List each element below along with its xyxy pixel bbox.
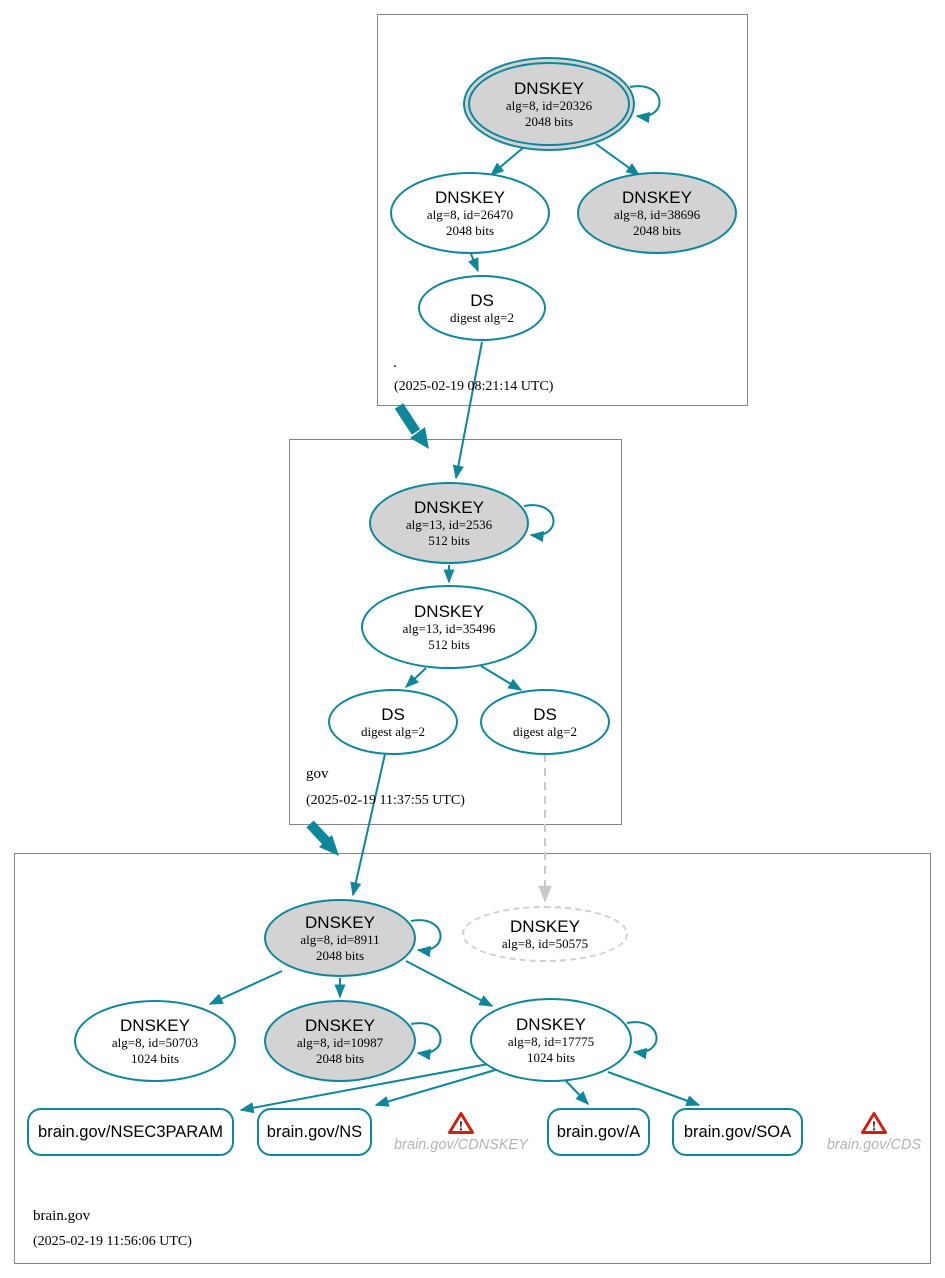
node-detail: 2048 bits	[315, 947, 365, 963]
rrset-nsec3param[interactable]: brain.gov/NSEC3PARAM	[27, 1108, 234, 1156]
dnskey-node-20326-ksk[interactable]: DNSKEY alg=8, id=20326 2048 bits	[463, 57, 635, 151]
node-detail: 512 bits	[428, 636, 470, 652]
node-detail: 512 bits	[428, 532, 470, 548]
rrset-soa[interactable]: brain.gov/SOA	[672, 1108, 803, 1156]
node-title: DNSKEY	[514, 79, 584, 98]
dnskey-node-8911-ksk[interactable]: DNSKEY alg=8, id=8911 2048 bits	[264, 899, 416, 977]
node-detail: alg=8, id=38696	[613, 207, 701, 222]
dnskey-node-2536-ksk[interactable]: DNSKEY alg=13, id=2536 512 bits	[369, 482, 529, 564]
warning-icon: !	[861, 1112, 887, 1135]
svg-text:!: !	[459, 1120, 464, 1135]
node-detail: 1024 bits	[130, 1050, 180, 1066]
node-title: DS	[470, 290, 494, 310]
node-detail: alg=8, id=26470	[426, 207, 514, 222]
node-title: DS	[533, 704, 557, 724]
node-title: DNSKEY	[435, 188, 505, 207]
rrset-a[interactable]: brain.gov/A	[547, 1108, 650, 1156]
rrset-cds-warning[interactable]: ! brain.gov/CDS	[799, 1111, 945, 1161]
node-detail: digest alg=2	[449, 309, 515, 325]
node-detail: alg=8, id=50703	[111, 1035, 199, 1050]
node-title: DNSKEY	[414, 602, 484, 621]
node-detail: 1024 bits	[526, 1049, 576, 1065]
zone-label-root: .	[393, 355, 397, 371]
zone-timestamp-brain-gov: (2025-02-19 11:56:06 UTC)	[33, 1234, 192, 1249]
zone-box-brain-gov	[14, 853, 931, 1264]
node-detail: alg=13, id=2536	[405, 517, 493, 532]
delegation-arrow-gov-to-brain-shaft	[306, 820, 331, 846]
dnskey-node-26470[interactable]: DNSKEY alg=8, id=26470 2048 bits	[390, 172, 550, 254]
dnskey-node-10987[interactable]: DNSKEY alg=8, id=10987 2048 bits	[264, 1000, 416, 1082]
ds-node-gov-right[interactable]: DS digest alg=2	[480, 689, 610, 755]
node-title: DNSKEY	[120, 1016, 190, 1035]
node-detail: alg=8, id=50575	[501, 935, 589, 951]
dnskey-node-17775-zsk[interactable]: DNSKEY alg=8, id=17775 1024 bits	[470, 998, 632, 1082]
ds-node-gov-left[interactable]: DS digest alg=2	[328, 689, 458, 755]
node-detail: 2048 bits	[315, 1050, 365, 1066]
dnskey-node-50703[interactable]: DNSKEY alg=8, id=50703 1024 bits	[74, 1000, 236, 1082]
zone-label-brain-gov: brain.gov	[33, 1208, 91, 1224]
rrset-ns[interactable]: brain.gov/NS	[257, 1108, 372, 1156]
ds-node-root[interactable]: DS digest alg=2	[418, 275, 546, 341]
node-detail: alg=8, id=17775	[507, 1034, 595, 1049]
delegation-arrow-root-to-gov-shaft	[394, 403, 421, 435]
node-detail: digest alg=2	[360, 723, 426, 739]
rrset-cdnskey-label: brain.gov/CDNSKEY	[394, 1137, 528, 1153]
node-title: DNSKEY	[510, 916, 580, 936]
node-detail: 2048 bits	[524, 113, 574, 129]
node-title: DNSKEY	[414, 498, 484, 517]
rrset-cds-label: brain.gov/CDS	[826, 1137, 922, 1153]
node-title: DNSKEY	[516, 1015, 586, 1034]
node-title: DS	[381, 704, 405, 724]
zone-timestamp-gov: (2025-02-19 11:37:55 UTC)	[306, 793, 465, 808]
node-detail: alg=13, id=35496	[402, 621, 496, 636]
dnskey-node-50575-missing[interactable]: DNSKEY alg=8, id=50575	[462, 906, 628, 962]
svg-text:!: !	[872, 1120, 877, 1135]
node-title: DNSKEY	[622, 188, 692, 207]
node-detail: 2048 bits	[445, 222, 495, 238]
zone-label-gov: gov	[306, 766, 329, 782]
warning-icon: !	[448, 1112, 474, 1135]
rrset-cdnskey-warning[interactable]: ! brain.gov/CDNSKEY	[361, 1111, 561, 1161]
node-detail: alg=8, id=10987	[296, 1035, 384, 1050]
dnskey-node-20326-inner-ring: DNSKEY alg=8, id=20326 2048 bits	[468, 62, 630, 146]
zone-box-root	[377, 14, 748, 406]
node-detail: digest alg=2	[512, 723, 578, 739]
zone-timestamp-root: (2025-02-19 08:21:14 UTC)	[394, 379, 554, 394]
node-title: DNSKEY	[305, 1016, 375, 1035]
node-title: DNSKEY	[305, 913, 375, 932]
node-detail: alg=8, id=20326	[505, 98, 593, 113]
dnskey-node-38696[interactable]: DNSKEY alg=8, id=38696 2048 bits	[577, 172, 737, 254]
dnskey-node-35496[interactable]: DNSKEY alg=13, id=35496 512 bits	[361, 585, 537, 669]
node-detail: alg=8, id=8911	[300, 932, 380, 947]
node-detail: 2048 bits	[632, 222, 682, 238]
